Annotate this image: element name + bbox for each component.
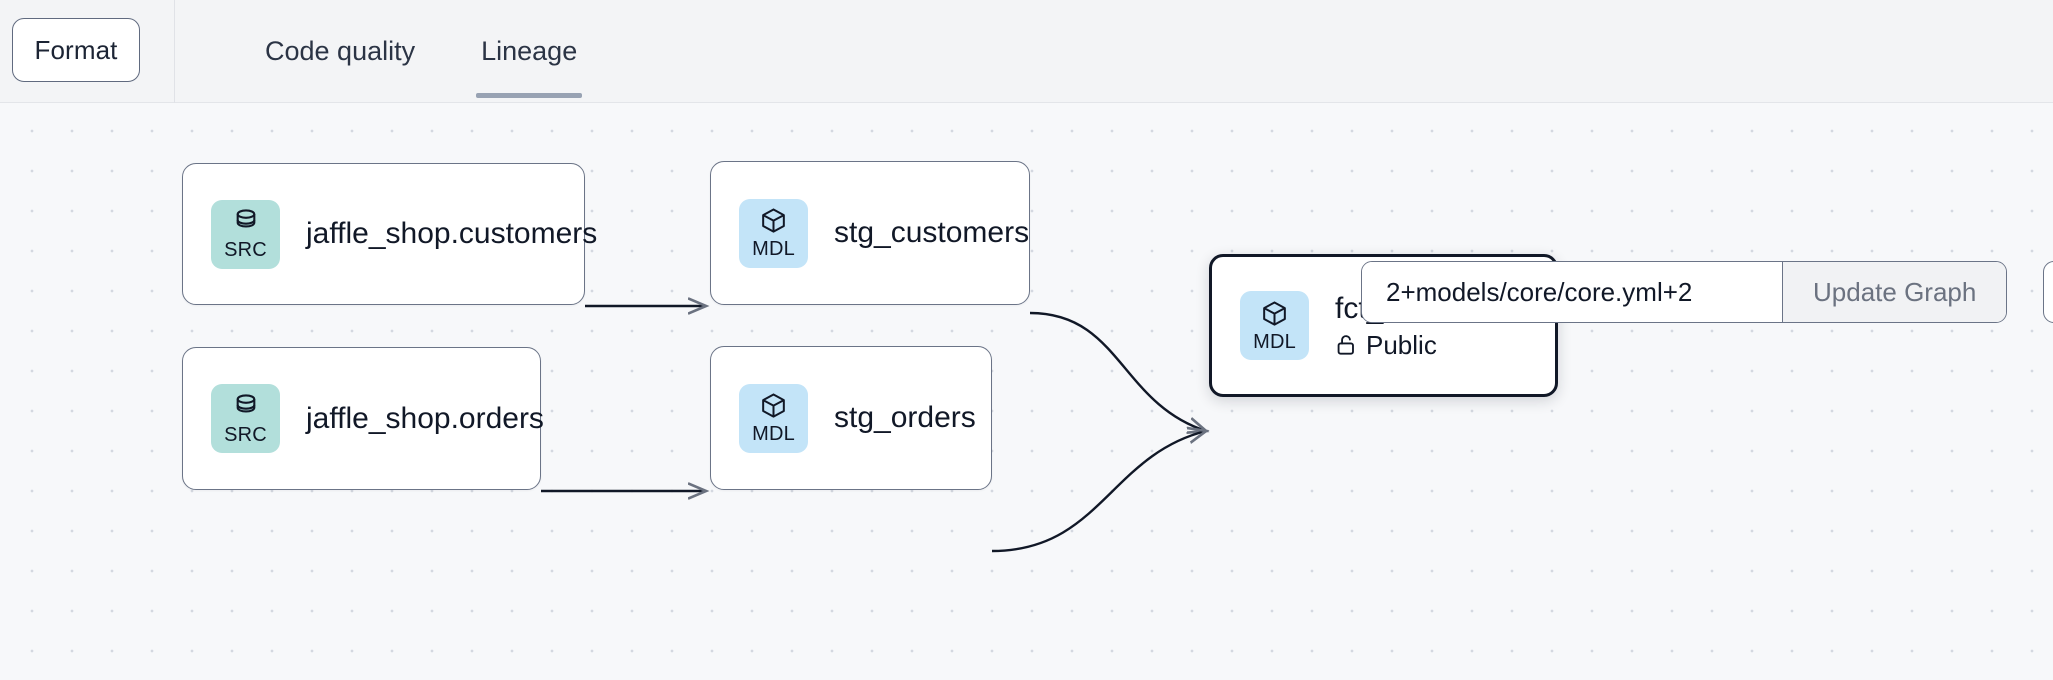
tab-underline xyxy=(260,93,420,98)
tab-bar: Code quality Lineage xyxy=(232,0,610,103)
unlock-icon xyxy=(1337,335,1354,355)
node-body: jaffle_shop.orders xyxy=(306,401,544,437)
model-badge: MDL xyxy=(1240,291,1309,360)
database-icon xyxy=(236,393,255,413)
badge-label: SRC xyxy=(224,423,267,446)
side-panel-peek[interactable] xyxy=(2043,261,2053,323)
toolbar-header: Format Code quality Lineage xyxy=(0,0,2053,103)
node-title: jaffle_shop.orders xyxy=(306,401,544,435)
tab-lineage-label: Lineage xyxy=(481,36,578,66)
format-button[interactable]: Format xyxy=(12,18,140,82)
update-graph-button[interactable]: Update Graph xyxy=(1782,262,2007,322)
model-badge: MDL xyxy=(739,198,808,268)
lineage-node-jaffle-shop-customers[interactable]: SRC jaffle_shop.customers xyxy=(182,163,598,305)
node-title: stg_orders xyxy=(834,401,976,434)
node-body: stg_customers xyxy=(834,215,1029,251)
cube-icon xyxy=(1263,300,1286,326)
node-body: jaffle_shop.customers xyxy=(306,216,598,252)
tab-underline-active xyxy=(476,93,583,98)
tab-code-quality-label: Code quality xyxy=(265,36,416,66)
source-badge: SRC xyxy=(211,199,280,269)
badge-label: MDL xyxy=(752,423,795,445)
graph-selector-control: Update Graph xyxy=(1361,261,2008,323)
badge-label: SRC xyxy=(224,239,267,261)
format-button-label: Format xyxy=(34,34,118,65)
lineage-node-stg-orders[interactable]: MDL stg_orders xyxy=(710,346,992,490)
cube-icon xyxy=(762,393,785,418)
lineage-node-jaffle-shop-orders[interactable]: SRC jaffle_shop.orders xyxy=(182,347,544,490)
model-badge: MDL xyxy=(739,383,808,453)
database-icon xyxy=(236,209,255,228)
lineage-canvas[interactable]: SRC jaffle_shop.customers MDL stg_custom… xyxy=(0,103,2053,680)
graph-selector-input[interactable] xyxy=(1362,262,1782,322)
tab-code-quality[interactable]: Code quality xyxy=(232,0,448,103)
badge-label: MDL xyxy=(1253,330,1296,353)
node-title: stg_customers xyxy=(834,216,1030,249)
source-badge: SRC xyxy=(211,384,280,453)
lineage-node-stg-customers[interactable]: MDL stg_customers xyxy=(710,161,1030,305)
header-divider xyxy=(174,0,175,103)
node-title: jaffle_shop.customers xyxy=(306,217,598,250)
node-access: Public xyxy=(1335,330,1468,360)
node-body: stg_orders xyxy=(834,400,976,436)
edge-stg-orders-to-fct-orders xyxy=(991,431,1206,553)
tab-lineage[interactable]: Lineage xyxy=(448,0,610,103)
node-access-label: Public xyxy=(1366,330,1437,360)
badge-label: MDL xyxy=(752,238,795,260)
edge-stg-customers-to-fct-orders xyxy=(1029,311,1206,431)
cube-icon xyxy=(762,208,785,233)
